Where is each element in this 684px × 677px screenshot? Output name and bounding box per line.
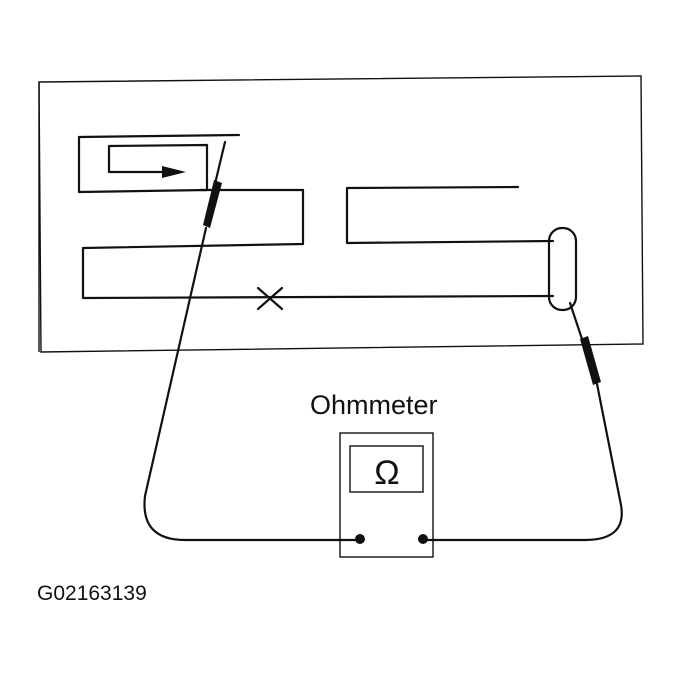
ohmmeter: Ω	[339, 432, 434, 558]
ohm-symbol: Ω	[374, 454, 399, 492]
figure-code: G02163139	[37, 582, 147, 605]
left-test-probe	[143, 140, 357, 542]
ohmmeter-display	[349, 445, 424, 493]
ohmmeter-body	[339, 432, 434, 558]
right-test-probe	[423, 301, 623, 542]
wire-break-marker	[256, 286, 284, 311]
glass-panel	[38, 75, 644, 353]
bus-bar-terminal	[547, 226, 578, 312]
meter-terminal-left	[355, 534, 365, 544]
meter-terminal-right	[418, 534, 428, 544]
heater-grid-wires	[81, 185, 555, 300]
ohmmeter-label: Ohmmeter	[310, 390, 438, 420]
direction-arrow-box	[77, 133, 241, 194]
arrow-icon	[162, 166, 186, 178]
